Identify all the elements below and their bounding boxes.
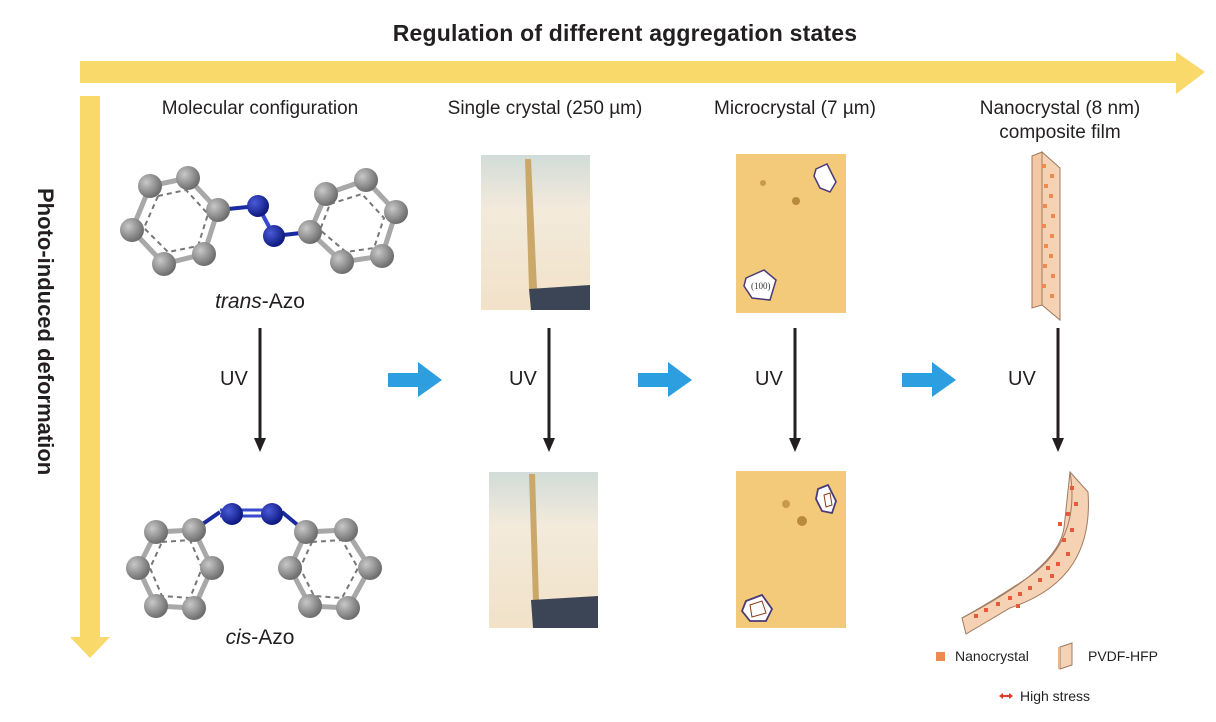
blue-arrow-2 xyxy=(638,362,692,397)
stressed-nanocrystal-dot xyxy=(1066,512,1070,516)
horizontal-progress-arrow xyxy=(80,52,1205,94)
heading-single-crystal: Single crystal (250 µm) xyxy=(447,98,643,119)
stressed-nanocrystal-dot xyxy=(984,608,988,612)
stressed-nanocrystal-dot xyxy=(1070,528,1074,532)
nanocrystal-dot xyxy=(1042,284,1046,288)
legend-high-stress: High stress xyxy=(1020,688,1091,704)
composite-film-bent xyxy=(961,470,1089,635)
nanocrystal-dot xyxy=(1051,274,1055,278)
uv-arrow-3 xyxy=(789,328,801,452)
crystal-face-label: (100) xyxy=(751,281,771,291)
single-crystal-photo-before xyxy=(481,155,590,310)
trans-azo-label: trans-Azo xyxy=(215,290,305,313)
heading-nanocrystal-line2: composite film xyxy=(999,122,1121,143)
stressed-nanocrystal-dot xyxy=(1046,566,1050,570)
uv-label-3: UV xyxy=(755,368,783,390)
nitrogen-atom xyxy=(221,503,243,525)
stressed-nanocrystal-dot xyxy=(1070,486,1074,490)
nanocrystal-dot xyxy=(1050,234,1054,238)
stressed-nanocrystal-dot xyxy=(1008,596,1012,600)
stressed-nanocrystal-dot xyxy=(1056,562,1060,566)
uv-arrow-2 xyxy=(543,328,555,452)
pvdf-hfp-legend-swatch xyxy=(1058,642,1073,670)
stressed-nanocrystal-dot xyxy=(1074,502,1078,506)
heading-molecular-configuration: Molecular configuration xyxy=(161,98,359,119)
nanocrystal-dot xyxy=(1051,214,1055,218)
stressed-nanocrystal-dot xyxy=(974,614,978,618)
uv-label-2: UV xyxy=(509,368,537,390)
nanocrystal-dot xyxy=(1050,174,1054,178)
blue-arrow-1 xyxy=(388,362,442,397)
vertical-axis-label: Photo-induced deformation xyxy=(33,188,58,476)
nanocrystal-legend-swatch xyxy=(936,652,945,661)
nitrogen-atom xyxy=(261,503,283,525)
stressed-nanocrystal-dot xyxy=(1028,586,1032,590)
stressed-nanocrystal-dot xyxy=(1038,578,1042,582)
composite-film-straight xyxy=(1031,150,1061,322)
figure-title: Regulation of different aggregation stat… xyxy=(392,20,858,46)
single-crystal-photo-after xyxy=(489,472,598,628)
cis-azo-label: cis-Azo xyxy=(225,626,295,649)
stressed-nanocrystal-dot xyxy=(1062,538,1066,542)
uv-label-4: UV xyxy=(1008,368,1036,390)
uv-arrow-4 xyxy=(1052,328,1064,452)
vertical-progress-arrow xyxy=(70,96,110,658)
nanocrystal-dot xyxy=(1049,254,1053,258)
microcrystal-photo-after xyxy=(736,471,846,628)
microcrystal-photo-before: (100) xyxy=(736,154,846,313)
legend-nanocrystal: Nanocrystal xyxy=(955,648,1029,664)
heading-microcrystal: Microcrystal (7 µm) xyxy=(714,98,876,119)
nanocrystal-dot xyxy=(1043,204,1047,208)
nanocrystal-dot xyxy=(1042,164,1046,168)
nanocrystal-dot xyxy=(1050,294,1054,298)
stressed-nanocrystal-dot xyxy=(1050,574,1054,578)
nanocrystal-dot xyxy=(1044,244,1048,248)
stressed-nanocrystal-dot xyxy=(1058,522,1062,526)
nanocrystal-dot xyxy=(1044,184,1048,188)
high-stress-icon xyxy=(999,693,1013,699)
nanocrystal-dot xyxy=(1049,194,1053,198)
uv-arrow-1 xyxy=(254,328,266,452)
nitrogen-atom xyxy=(247,195,269,217)
heading-nanocrystal-line1: Nanocrystal (8 nm) xyxy=(979,98,1141,119)
nitrogen-atom xyxy=(263,225,285,247)
stressed-nanocrystal-dot xyxy=(1016,604,1020,608)
stressed-nanocrystal-dot xyxy=(1066,552,1070,556)
nanocrystal-dot xyxy=(1043,264,1047,268)
blue-arrow-3 xyxy=(902,362,956,397)
trans-azo-molecule xyxy=(120,166,408,276)
legend-pvdf-hfp: PVDF-HFP xyxy=(1088,648,1158,664)
uv-label-1: UV xyxy=(220,368,248,390)
cis-azo-molecule xyxy=(126,503,382,620)
stressed-nanocrystal-dot xyxy=(1018,592,1022,596)
nanocrystal-dot xyxy=(1042,224,1046,228)
stressed-nanocrystal-dot xyxy=(996,602,1000,606)
